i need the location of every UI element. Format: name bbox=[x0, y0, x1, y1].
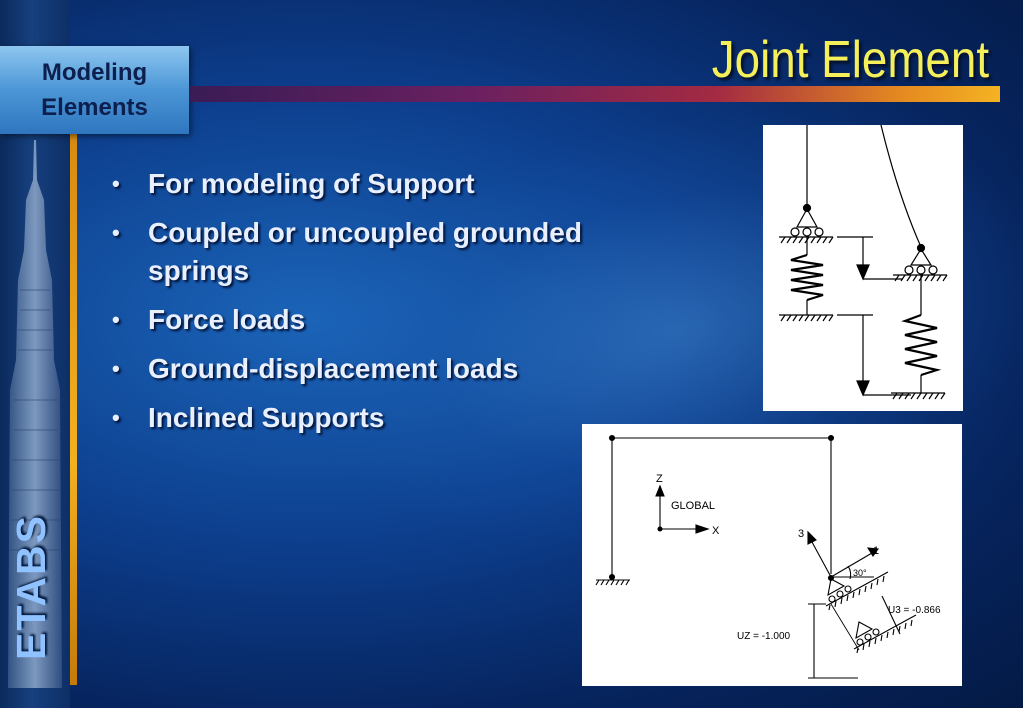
gold-accent-strip bbox=[70, 130, 77, 685]
bullet-dot: • bbox=[112, 356, 120, 381]
inclined-diagram-svg: Z GLOBAL X 3 1 30° U3 = -0.866 UZ = -1.0… bbox=[595, 434, 941, 679]
header-gradient-bar bbox=[189, 86, 1000, 102]
angle-label: 30° bbox=[853, 568, 867, 578]
axis-3-label: 3 bbox=[798, 528, 804, 540]
bullet-text: For modeling of Support bbox=[148, 168, 475, 199]
spring-diagram-svg bbox=[779, 124, 948, 400]
bullet-text: Inclined Supports bbox=[148, 402, 385, 433]
global-label: GLOBAL bbox=[671, 500, 715, 512]
spring-support-diagram bbox=[763, 124, 963, 411]
bullet-item: • Coupled or uncoupled grounded springs bbox=[112, 214, 582, 290]
bullet-dot: • bbox=[112, 405, 120, 430]
etabs-brand: ETABS bbox=[8, 514, 54, 660]
bullet-item: • Force loads bbox=[112, 301, 582, 339]
bullet-text: Ground-displacement loads bbox=[148, 353, 519, 384]
axis-z-label: Z bbox=[656, 473, 663, 485]
bullet-item: • Ground-displacement loads bbox=[112, 350, 582, 388]
bullet-dot: • bbox=[112, 220, 120, 245]
uz-label: UZ = -1.000 bbox=[737, 631, 791, 642]
bullet-list: • For modeling of Support • Coupled or unc… bbox=[112, 165, 582, 448]
axis-x-label: X bbox=[712, 525, 720, 537]
tower-image bbox=[8, 140, 62, 688]
bullet-item: • For modeling of Support bbox=[112, 165, 582, 203]
slide-title: Joint Element bbox=[711, 31, 989, 89]
bullet-dot: • bbox=[112, 307, 120, 332]
u3-label: U3 = -0.866 bbox=[888, 605, 941, 616]
section-title-line1: Modeling bbox=[41, 59, 148, 86]
bullet-text: Coupled or uncoupled grounded springs bbox=[148, 217, 582, 286]
axis-1-label: 1 bbox=[873, 545, 879, 557]
section-title-line2: Elements bbox=[41, 94, 148, 121]
bullet-text: Force loads bbox=[148, 304, 306, 335]
inclined-support-diagram: Z GLOBAL X 3 1 30° U3 = -0.866 UZ = -1.0… bbox=[582, 424, 962, 686]
section-title-box: Modeling Elements bbox=[0, 46, 189, 134]
bullet-item: • Inclined Supports bbox=[112, 399, 582, 437]
bullet-dot: • bbox=[112, 171, 120, 196]
